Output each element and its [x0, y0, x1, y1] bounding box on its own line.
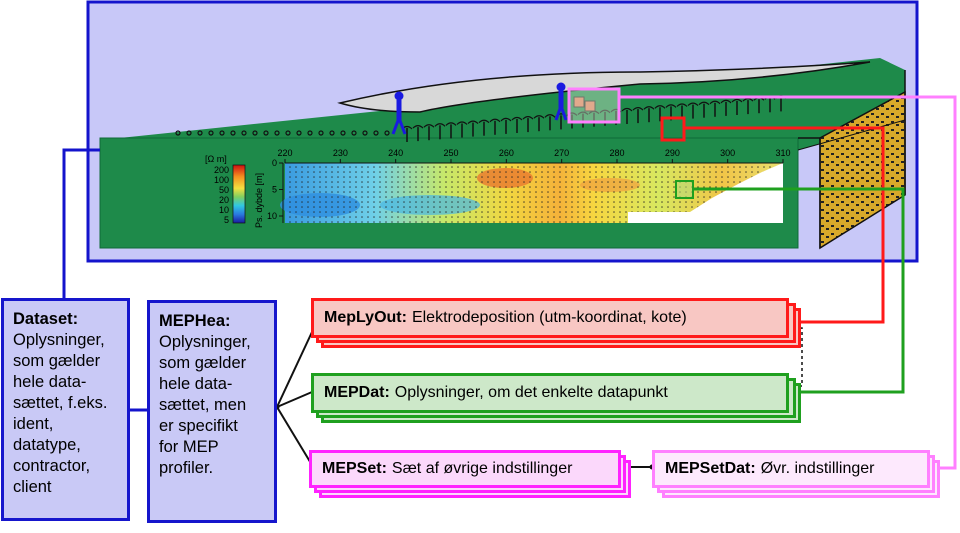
x-tick-label: 310: [775, 148, 790, 158]
mephea-line: som gælder: [159, 354, 247, 372]
electrode-dots: [175, 130, 390, 136]
mepset-name: MEPSet:: [322, 460, 387, 477]
person-icon: [554, 82, 568, 121]
resistivity-section: [280, 163, 783, 223]
mepdat-table-box: MEPDat: Oplysninger, om det enkelte data…: [311, 373, 801, 425]
dataset-line: Oplysninger,: [13, 331, 105, 349]
mephea-line: er specifikt: [159, 417, 238, 435]
mepset-table-box: MEPSet: Sæt af øvrige indstillinger: [309, 450, 635, 502]
mephea-line: sættet, men: [159, 396, 247, 414]
colorbar-tick-label: 100: [214, 175, 229, 185]
depth-tick-label: 0: [272, 158, 277, 168]
mephea-line: Oplysninger,: [159, 333, 251, 351]
mephea-line: hele data-: [159, 375, 233, 393]
colorbar-tick-label: 200: [214, 165, 229, 175]
mephea-title: MEPHea:: [159, 312, 231, 330]
depth-axis-label: Ps. dybde [m]: [254, 173, 264, 228]
connector-pink: [619, 95, 957, 470]
depth-tick-label: 5: [272, 185, 277, 195]
link-mephea-meplyout: [276, 331, 313, 408]
mephea-box: MEPHea: Oplysninger, som gælder hele dat…: [147, 300, 277, 523]
x-tick-label: 230: [333, 148, 348, 158]
meplyout-name: MepLyOut:: [324, 309, 407, 326]
mepdat-name: MEPDat:: [324, 384, 390, 401]
x-tick-label: 260: [499, 148, 514, 158]
dataset-line: hele data-: [13, 373, 87, 391]
x-tick-label: 220: [277, 148, 292, 158]
mepsetdat-desc: Øvr. indstillinger: [760, 460, 875, 477]
mephea-line: profiler.: [159, 459, 214, 477]
mepdat-desc: Oplysninger, om det enkelte datapunkt: [394, 384, 668, 401]
mephea-line: for MEP: [159, 438, 219, 456]
connector-green: [693, 187, 905, 394]
depth-axis: 0 5 10: [267, 158, 284, 223]
dataset-line: som gælder: [13, 352, 101, 370]
dataset-title: Dataset:: [13, 310, 79, 328]
x-tick-label: 240: [388, 148, 403, 158]
dataset-line: sættet, f.eks.: [13, 394, 108, 412]
colorbar-tick-label: 5: [224, 215, 229, 225]
meplyout-table-box: MepLyOut: Elektrodeposition (utm-koordin…: [311, 298, 801, 350]
connector-red: [684, 126, 885, 324]
colorbar-unit: [Ω m]: [205, 154, 227, 164]
dataset-line: ident,: [13, 415, 54, 433]
highlight-mepsetdat: [567, 87, 621, 124]
link-mephea-mepset: [276, 406, 313, 466]
dataset-line: datatype,: [13, 436, 81, 454]
link-mephea-mepdat: [276, 391, 313, 408]
dataset-box: Dataset: Oplysninger, som gælder hele da…: [1, 298, 130, 521]
x-tick-label: 290: [665, 148, 680, 158]
x-tick-label: 270: [554, 148, 569, 158]
mepset-desc: Sæt af øvrige indstillinger: [391, 460, 573, 477]
profile-x-axis: 220 230 240 250 260 270 280 290 300 310: [277, 148, 791, 164]
section-blank-area: [628, 163, 783, 223]
person-icon: [391, 91, 407, 135]
terrain-side-edge: [798, 137, 821, 248]
x-tick-label: 250: [443, 148, 458, 158]
colorbar: [232, 164, 246, 224]
dataset-line: contractor,: [13, 457, 91, 475]
highlight-mepdat: [675, 180, 694, 199]
x-tick-label: 280: [609, 148, 624, 158]
depth-tick-label: 10: [267, 211, 277, 221]
colorbar-tick-label: 20: [219, 195, 229, 205]
connector-dataset: [62, 148, 100, 300]
dataset-line: client: [13, 478, 52, 496]
meplyout-desc: Elektrodeposition (utm-koordinat, kote): [411, 309, 687, 326]
mepsetdat-table-box: MEPSetDat: Øvr. indstillinger: [652, 450, 946, 502]
instrument-box: [573, 96, 585, 108]
geologic-lens: [337, 61, 871, 113]
electrode-pins: [401, 95, 787, 142]
x-tick-label: 300: [720, 148, 735, 158]
instrument-box: [584, 100, 596, 112]
colorbar-tick-label: 50: [219, 185, 229, 195]
mepsetdat-name: MEPSetDat:: [665, 460, 756, 477]
colorbar-tick-label: 10: [219, 205, 229, 215]
